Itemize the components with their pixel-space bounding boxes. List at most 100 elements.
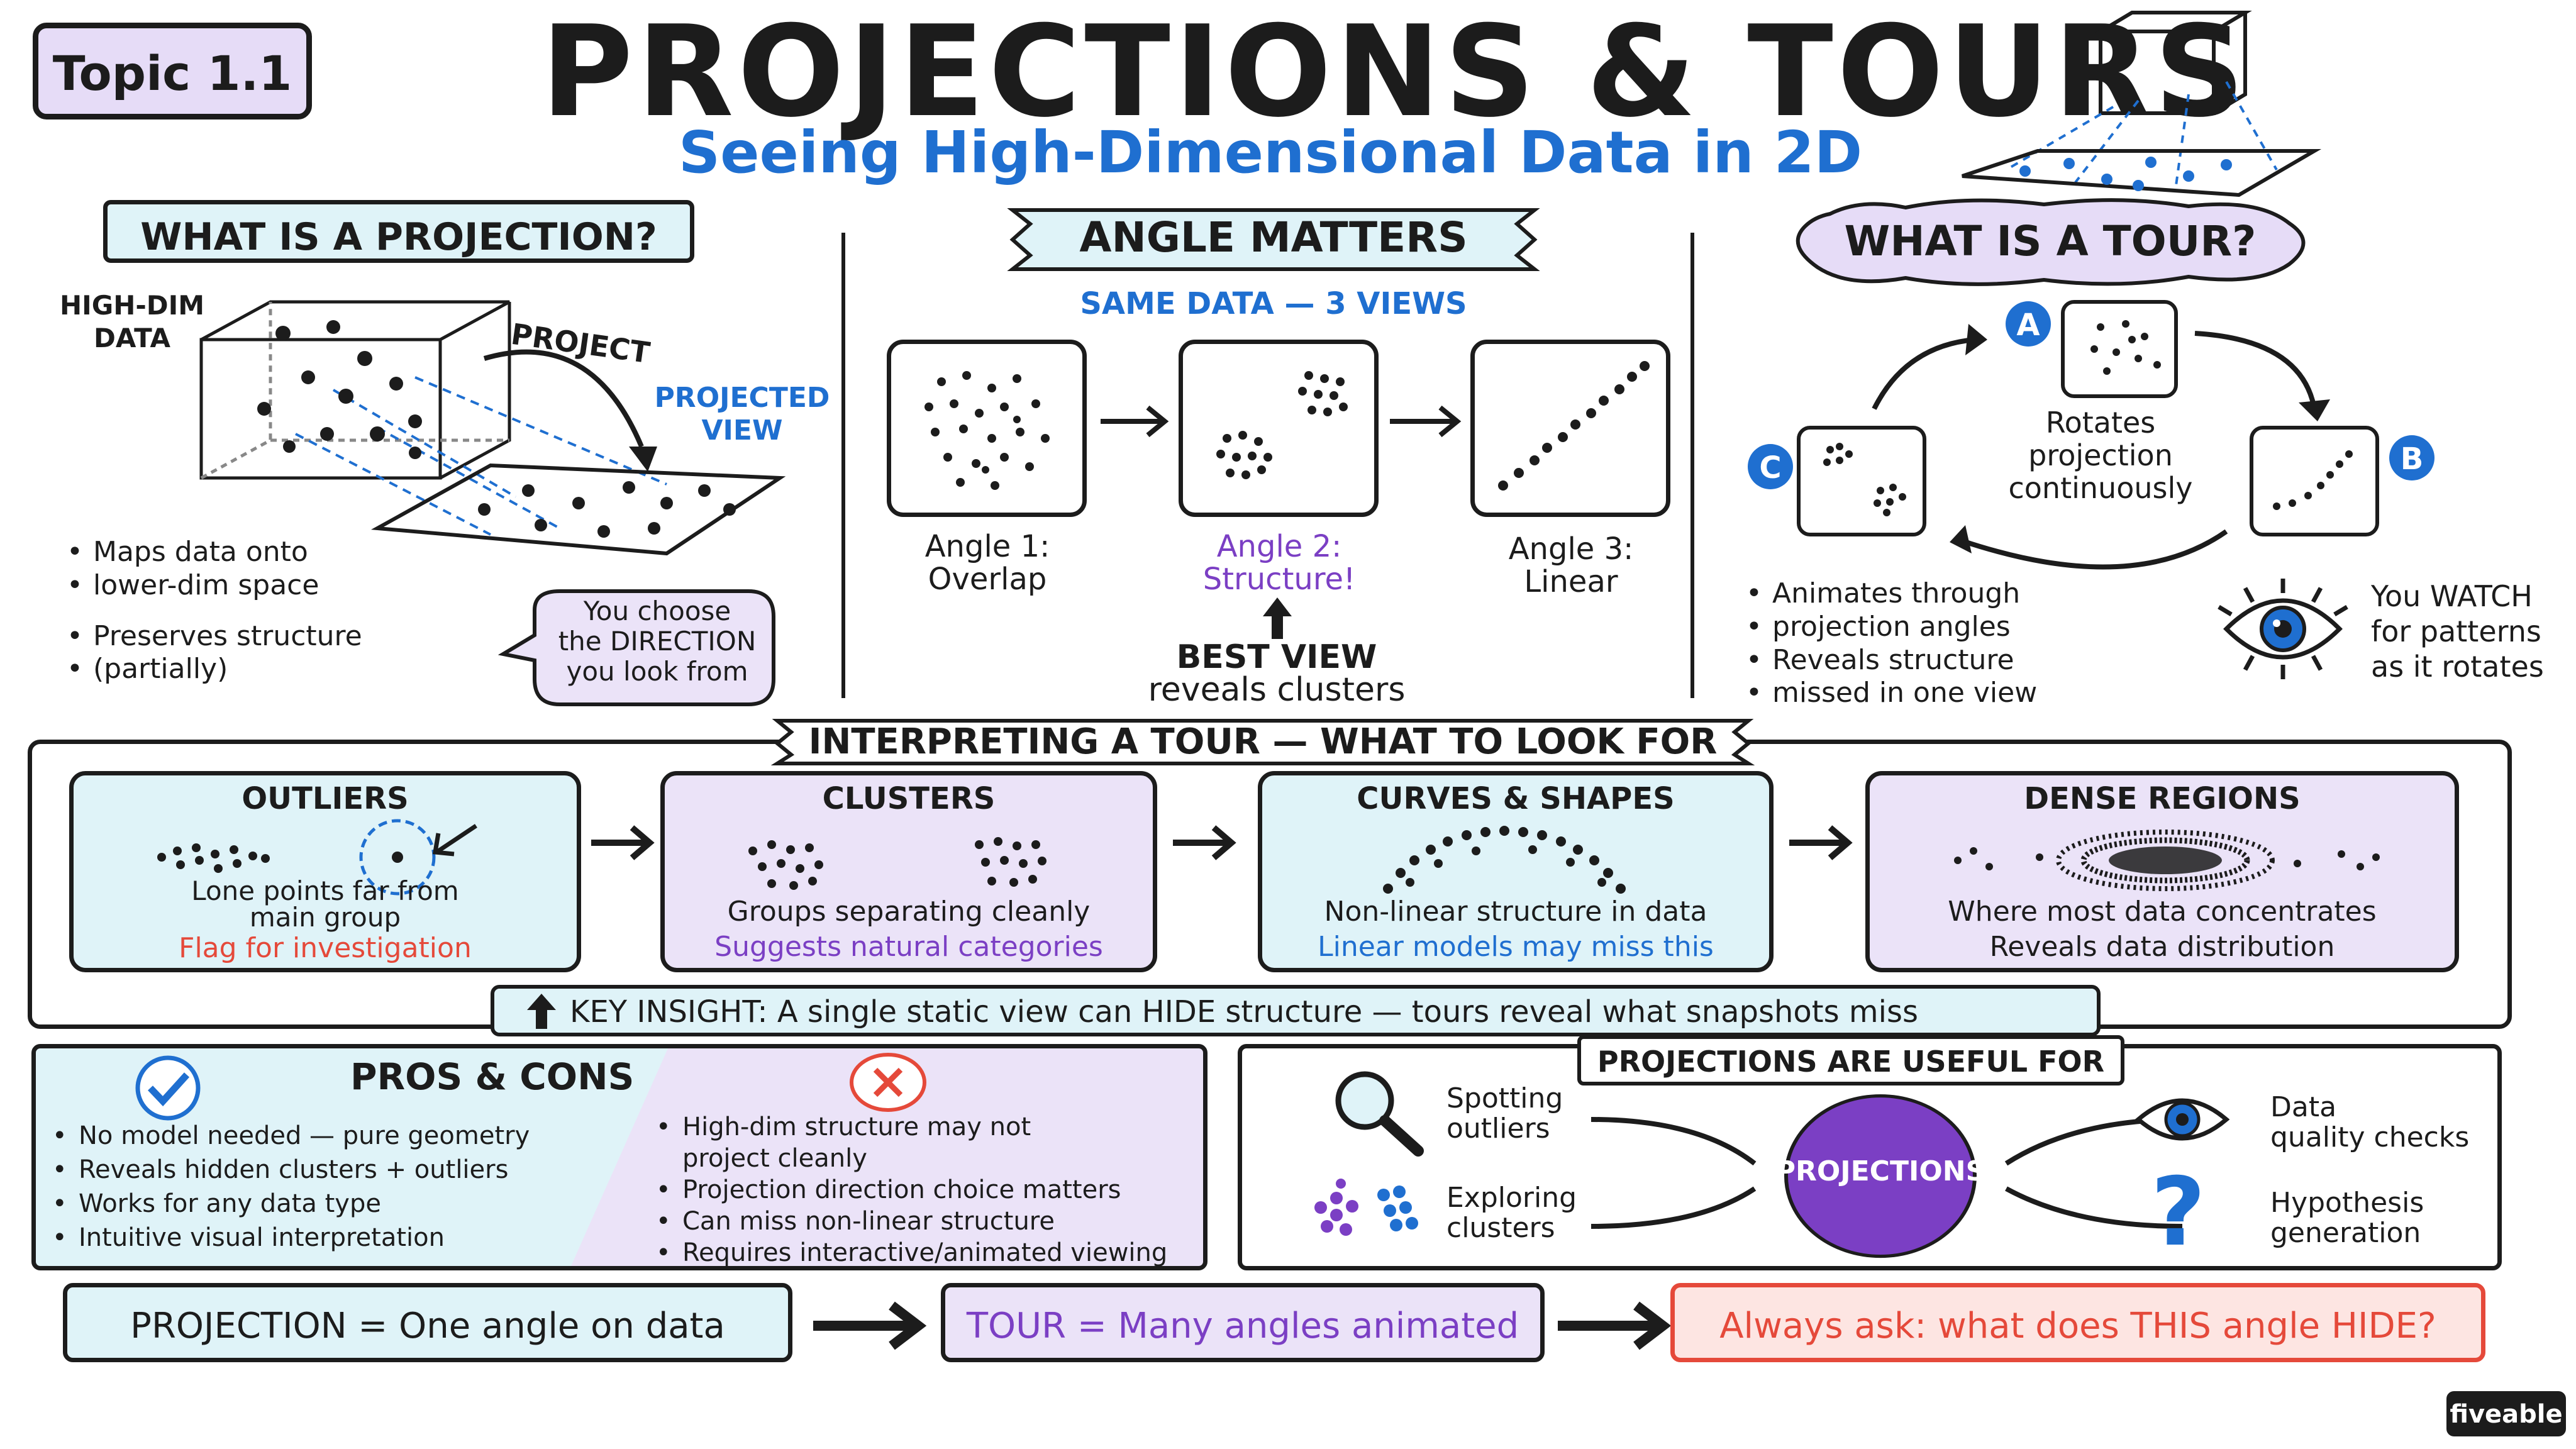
card-outliers-note: Flag for investigation — [179, 932, 472, 964]
tour-badge-b: B — [2400, 441, 2424, 477]
summary-ask-text: Always ask: what does THIS angle HIDE? — [1719, 1306, 2436, 1346]
curve-illustration — [1383, 826, 1626, 894]
tour-center-line-1: Rotates — [2045, 406, 2156, 440]
summary-projection: PROJECTION = One angle on data — [63, 1283, 792, 1362]
angle-view-1 — [887, 340, 1087, 517]
pro-item-4: Intuitive visual interpretation — [48, 1221, 530, 1255]
projection-bullet-1a: Maps data onto — [63, 536, 362, 569]
page-subtitle: Seeing High-Dimensional Data in 2D — [678, 119, 1863, 186]
card-clusters-desc-1: Groups separating cleanly — [727, 896, 1091, 928]
view-1-line-1: Angle 1: — [924, 529, 1050, 564]
cluster-dots-icon — [1314, 1179, 1418, 1236]
divider-left — [841, 233, 845, 698]
con-item-1b: project cleanly — [682, 1144, 867, 1173]
summary-arrow-1 — [813, 1301, 927, 1350]
cons-list: High-dim structure may not project clean… — [652, 1111, 1167, 1266]
card-arrow-3 — [1789, 825, 1853, 860]
topic-tag-label: Topic 1.1 — [52, 45, 292, 101]
projected-view-label-1: PROJECTED — [654, 382, 830, 414]
card-outliers: OUTLIERS Lone points far from main group… — [69, 771, 581, 972]
tour-badge-a: A — [2016, 308, 2040, 343]
card-curves-desc-1: Non-linear structure in data — [1324, 896, 1707, 928]
card-dense: DENSE REGIONS Where most data concentrat… — [1865, 771, 2459, 972]
projection-bullet-1b: lower-dim space — [63, 569, 362, 602]
card-dense-note: Reveals data distribution — [1989, 931, 2335, 963]
watch-line-3: as it rotates — [2371, 650, 2544, 684]
card-arrow-1 — [591, 825, 655, 860]
useful-item-3-b: quality checks — [2270, 1121, 2470, 1153]
card-outliers-desc-1: Lone points far from — [191, 875, 459, 906]
interpret-heading: INTERPRETING A TOUR — WHAT TO LOOK FOR — [808, 721, 1718, 762]
summary-projection-text: PROJECTION = One angle on data — [130, 1306, 725, 1346]
up-arrow-icon-2 — [527, 994, 556, 1029]
summary-tour-text: TOUR = Many angles animated — [966, 1306, 1519, 1346]
useful-item-1-b: outliers — [1446, 1113, 1550, 1145]
watch-line-1: You WATCH — [2371, 579, 2533, 613]
topic-tag: Topic 1.1 — [33, 23, 312, 119]
useful-item-4-b: generation — [2270, 1217, 2421, 1249]
brand-logo-text: fiveable — [2450, 1400, 2563, 1429]
eye-icon — [2218, 579, 2348, 679]
useful-item-2-b: clusters — [1446, 1212, 1555, 1244]
overlap-scatter — [924, 371, 1050, 490]
useful-item-2-a: Exploring — [1446, 1182, 1577, 1214]
card-curves-note: Linear models may miss this — [1318, 931, 1714, 963]
projection-heading: WHAT IS A PROJECTION? — [140, 215, 657, 259]
angle-heading-banner — [1007, 208, 1540, 271]
card-curves: CURVES & SHAPES Non-linear structure in … — [1258, 771, 1774, 972]
card-outliers-title: OUTLIERS — [242, 781, 409, 816]
tour-center-line-3: continuously — [2008, 471, 2193, 505]
pros-cons-heading: PROS & CONS — [350, 1055, 635, 1098]
con-item-4: Requires interactive/animated viewing — [652, 1237, 1167, 1266]
summary-ask: Always ask: what does THIS angle HIDE? — [1670, 1283, 2485, 1362]
projected-view-label-2: VIEW — [701, 414, 783, 447]
eye-icon-2 — [2135, 1098, 2230, 1141]
up-arrow-icon — [1263, 597, 1292, 639]
card-dense-desc-1: Where most data concentrates — [1948, 896, 2377, 928]
card-clusters-title: CLUSTERS — [822, 781, 996, 816]
check-icon — [135, 1055, 201, 1121]
con-item-2: Projection direction choice matters — [652, 1174, 1167, 1206]
card-curves-title: CURVES & SHAPES — [1357, 781, 1675, 816]
view-2-line-2: Structure! — [1202, 562, 1356, 597]
useful-item-1-a: Spotting — [1446, 1082, 1563, 1114]
tour-heading: WHAT IS A TOUR? — [1844, 217, 2257, 265]
key-insight-box: KEY INSIGHT: A single static view can HI… — [491, 985, 2101, 1036]
angle-view-3 — [1470, 340, 1670, 517]
angle-subheading: SAME DATA — 3 VIEWS — [1080, 286, 1467, 321]
angle-view-2 — [1179, 340, 1379, 517]
magnifier-icon — [1335, 1071, 1424, 1157]
con-item-1a: High-dim structure may not — [652, 1111, 1167, 1143]
tour-cycle-illustration — [1748, 300, 2434, 570]
card-dense-title: DENSE REGIONS — [2024, 781, 2301, 816]
view-1-line-2: Overlap — [928, 562, 1047, 597]
card-clusters: CLUSTERS Groups separating cleanly Sugge… — [660, 771, 1157, 972]
tour-heading-cloud — [1796, 198, 2306, 286]
bubble-line-1: You choose — [583, 596, 731, 626]
cross-icon — [850, 1053, 926, 1112]
summary-tour: TOUR = Many angles animated — [941, 1283, 1545, 1362]
outliers-illustration — [157, 819, 477, 896]
angle-heading: ANGLE MATTERS — [1079, 213, 1468, 262]
useful-heading-box: PROJECTIONS ARE USEFUL FOR — [1577, 1035, 2124, 1085]
bubble-line-2: the DIRECTION — [558, 626, 757, 657]
card-arrow-2 — [1173, 825, 1236, 860]
question-icon: ? — [2151, 1158, 2206, 1267]
high-dim-label-2: DATA — [93, 323, 170, 353]
projection-bullets: Maps data onto lower-dim space Preserves… — [63, 536, 362, 686]
high-dim-cube-illustration — [199, 300, 786, 556]
projection-heading-box: WHAT IS A PROJECTION? — [103, 200, 694, 263]
tour-badge-c: C — [1759, 450, 1782, 486]
interpret-heading-banner — [770, 719, 1755, 765]
card-clusters-note: Suggests natural categories — [714, 931, 1103, 963]
tour-bullet-2a: Reveals structure — [1742, 644, 2037, 677]
pro-item-2: Reveals hidden clusters + outliers — [48, 1153, 530, 1187]
pro-item-1: No model needed — pure geometry — [48, 1119, 530, 1153]
structure-scatter — [1216, 371, 1348, 479]
key-insight-text: KEY INSIGHT: A single static view can HI… — [570, 994, 1918, 1030]
tour-bullet-2b: missed in one view — [1742, 677, 2037, 710]
divider-right — [1690, 233, 1694, 698]
view-3-line-2: Linear — [1524, 564, 1618, 599]
projection-cube-illustration — [1962, 11, 2322, 197]
speech-bubble — [497, 589, 775, 706]
